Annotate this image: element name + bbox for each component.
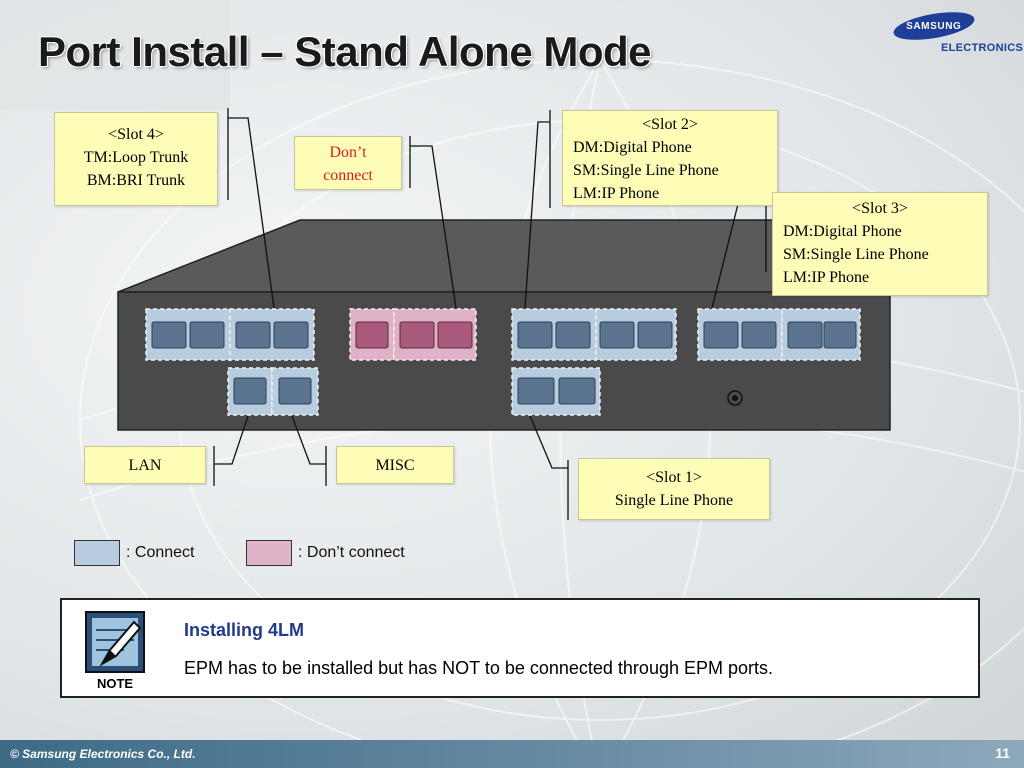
slot2-label: <Slot 2> DM:Digital Phone SM:Single Line… — [562, 110, 778, 206]
samsung-logo: SAMSUNG ELECTRONICS — [885, 7, 1023, 58]
legend-dont-connect-label: : Don’t connect — [298, 544, 405, 561]
reset-button-icon — [727, 390, 743, 406]
page-title: Port Install – Stand Alone Mode — [38, 28, 652, 75]
slot2-title: <Slot 2> — [642, 116, 698, 133]
legend-dont-connect-swatch — [246, 540, 292, 566]
note-heading: Installing 4LM — [184, 620, 305, 640]
lan-label: LAN — [84, 446, 206, 484]
slot4-line-1: TM:Loop Trunk — [83, 149, 189, 166]
logo-subtitle: ELECTRONICS — [941, 42, 1024, 54]
slot3-line-1: DM:Digital Phone — [783, 223, 902, 240]
dont-connect-line-1: Don’t — [329, 144, 367, 161]
slot2-line-2: SM:Single Line Phone — [573, 162, 719, 179]
slot1-line-1: Single Line Phone — [614, 492, 734, 509]
note-text: EPM has to be installed but has NOT to b… — [184, 658, 773, 678]
footer-bar: © Samsung Electronics Co., Ltd. 11 — [0, 740, 1024, 768]
slot3-title: <Slot 3> — [852, 200, 908, 217]
note-box: NOTE Installing 4LM EPM has to be instal… — [60, 598, 980, 698]
legend-connect: : Connect — [74, 540, 194, 566]
note-icon-label: NOTE — [96, 676, 134, 691]
lan-text: LAN — [128, 457, 162, 474]
slot4-title: <Slot 4> — [108, 126, 164, 143]
dont-connect-label: Don’t connect — [294, 136, 402, 190]
misc-text: MISC — [375, 457, 415, 474]
legend-connect-swatch — [74, 540, 120, 566]
legend-connect-label: : Connect — [126, 544, 195, 561]
dont-connect-line-2: connect — [323, 167, 373, 184]
slot1-title: <Slot 1> — [646, 469, 702, 486]
rj-jacks — [151, 321, 857, 405]
copyright: © Samsung Electronics Co., Ltd. — [10, 747, 196, 761]
slot1-label: <Slot 1> Single Line Phone — [578, 458, 770, 520]
page-number: 11 — [995, 745, 1010, 761]
slot4-label: <Slot 4> TM:Loop Trunk BM:BRI Trunk — [54, 112, 218, 206]
slot2-line-1: DM:Digital Phone — [573, 139, 692, 156]
slot2-line-3: LM:IP Phone — [573, 185, 660, 202]
misc-label: MISC — [336, 446, 454, 484]
slot3-label: <Slot 3> DM:Digital Phone SM:Single Line… — [772, 192, 988, 296]
legend-dont-connect: : Don’t connect — [246, 540, 405, 566]
slot4-line-2: BM:BRI Trunk — [86, 172, 186, 189]
slot3-line-3: LM:IP Phone — [783, 269, 870, 286]
rj-jacks-epm — [355, 321, 473, 349]
slot3-line-2: SM:Single Line Phone — [783, 246, 929, 263]
note-icon: NOTE — [84, 610, 146, 691]
